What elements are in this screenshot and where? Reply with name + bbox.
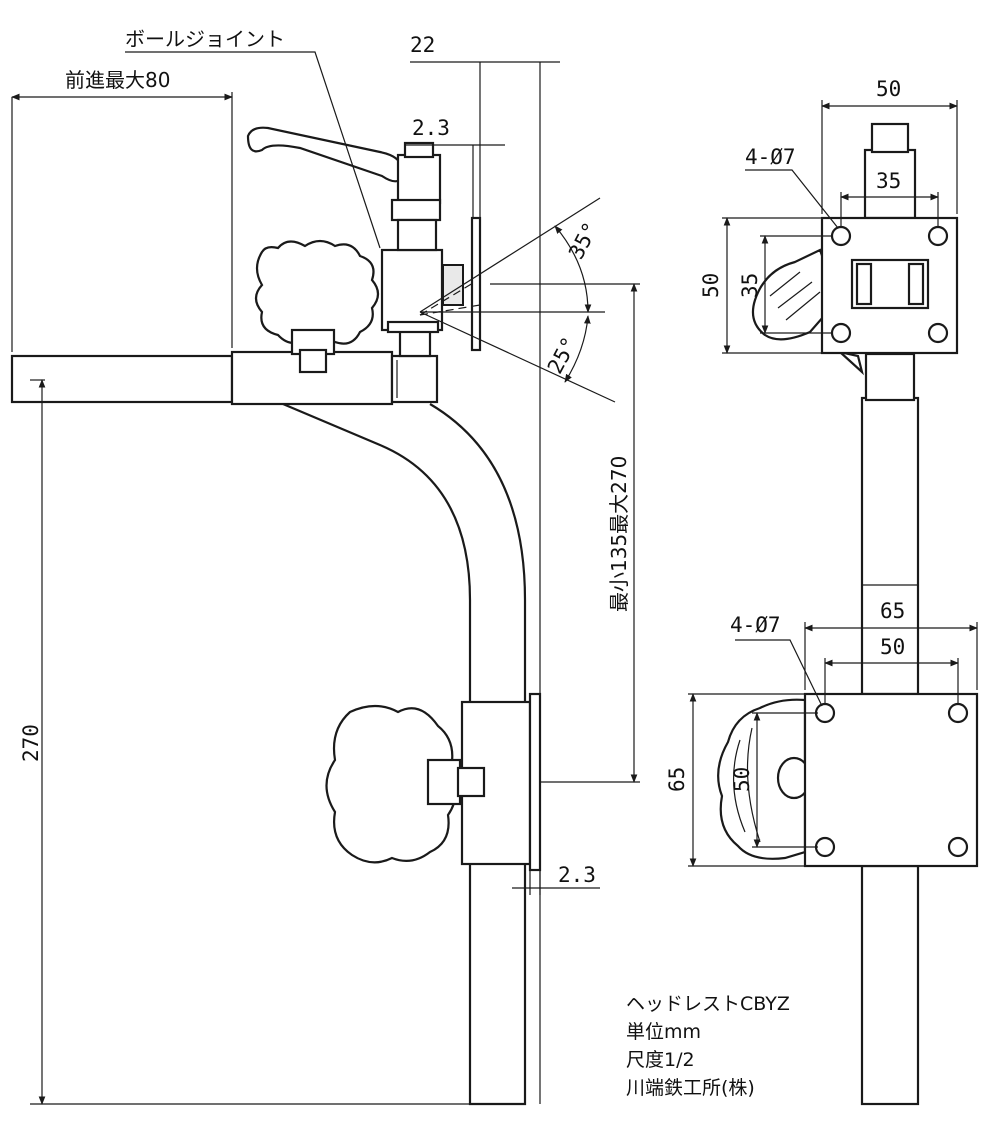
bottom-pitch-label: 50 — [880, 635, 905, 659]
front-pole-top — [864, 352, 916, 402]
top-height-label: 50 — [699, 273, 723, 298]
dim-2-3-top-label: 2.3 — [412, 116, 450, 140]
ball-joint-label: ボールジョイント — [125, 27, 285, 51]
side-view: ボールジョイント 前進最大80 22 2.3 35° 25° 最小135最大27… — [10, 27, 640, 1106]
arm-clamp-end — [390, 354, 439, 404]
title-block: ヘッドレストCBYZ 単位mm 尺度1/2 川端鉄工所(株) — [626, 993, 790, 1099]
lower-knob — [325, 704, 486, 864]
unit-label: 単位mm — [626, 1021, 701, 1043]
top-holes-label: 4-Ø7 — [745, 145, 796, 169]
top-pitch-label: 35 — [876, 169, 901, 193]
top-width-label: 50 — [876, 77, 901, 101]
dim-2-3-bottom-label: 2.3 — [558, 863, 596, 887]
maker-label: 川端鉄工所(株) — [626, 1077, 755, 1099]
pole-bracket-plate — [528, 692, 542, 872]
lever-handle — [246, 126, 442, 252]
front-pole-lower — [860, 864, 920, 1106]
scale-label: 尺度1/2 — [626, 1049, 695, 1071]
dimensions-front — [688, 100, 978, 867]
ball-joint-lower — [386, 320, 440, 334]
bottom-height-label: 65 — [665, 767, 689, 792]
dim-270-label: 270 — [19, 724, 43, 762]
ball-joint-stem — [398, 328, 432, 358]
bottom-width-label: 65 — [880, 599, 905, 623]
curved-pole — [282, 402, 527, 1106]
dim-22-label: 22 — [410, 33, 435, 57]
product-name: ヘッドレストCBYZ — [626, 993, 790, 1015]
top-knob — [254, 239, 380, 374]
horizontal-arm — [10, 354, 234, 404]
front-view: 50 4-Ø7 35 50 35 4-Ø7 65 50 65 50 — [665, 77, 979, 1106]
front-bracket-plate — [803, 692, 979, 868]
head-plate-edge — [470, 216, 482, 352]
angle-35-label: 35° — [564, 218, 603, 263]
bottom-vpitch-label: 50 — [730, 767, 754, 792]
forward-max-label: 前進最大80 — [65, 68, 170, 92]
bottom-holes-label: 4-Ø7 — [730, 613, 781, 637]
dimensions-side — [11, 51, 640, 1105]
top-vpitch-label: 35 — [738, 273, 762, 298]
height-range-label: 最小135最大270 — [607, 456, 631, 612]
